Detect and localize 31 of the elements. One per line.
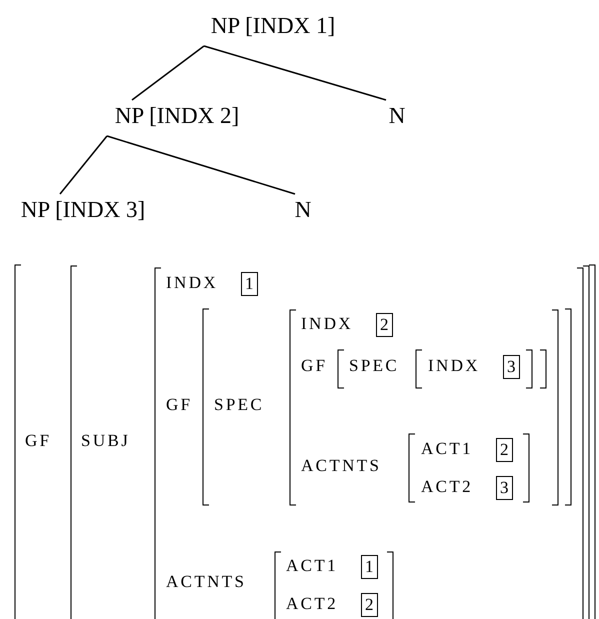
boxed-tag: 2 (376, 313, 392, 337)
feature-name: ACT2 (286, 593, 338, 615)
feature-name: SPEC (349, 355, 400, 377)
boxed-tag: 2 (361, 593, 378, 617)
tree-branch (204, 45, 386, 101)
feature-name: GF (301, 355, 328, 377)
tree-node-label: N (386, 102, 408, 130)
tree-node-label: NP [INDX 1] (198, 12, 348, 40)
boxed-tag: 3 (503, 355, 520, 379)
tree-node-label: NP [INDX 2] (102, 102, 252, 130)
feature-name: INDX (301, 313, 354, 335)
feature-name: INDX (428, 355, 480, 377)
boxed-tag: 1 (241, 272, 258, 296)
feature-name: ACTNTS (301, 455, 382, 477)
boxed-tag: 1 (361, 555, 378, 579)
tree-branch (106, 135, 296, 195)
tree-branch (132, 45, 204, 101)
feature-name: ACT2 (421, 476, 474, 498)
tree-node-label: NP [INDX 3] (8, 196, 158, 224)
feature-name: INDX (166, 272, 218, 294)
feature-name: SUBJ (81, 430, 130, 452)
boxed-tag: 3 (496, 476, 512, 500)
feature-name: GF (166, 394, 192, 416)
feature-name: ACT1 (421, 438, 474, 460)
tree-branch (59, 136, 108, 194)
feature-name: GF (25, 430, 52, 452)
feature-name: ACTNTS (166, 571, 246, 593)
feature-name: ACT1 (286, 555, 338, 577)
feature-name: SPEC (214, 394, 264, 416)
tree-node-label: N (292, 196, 314, 224)
boxed-tag: 2 (496, 438, 512, 462)
